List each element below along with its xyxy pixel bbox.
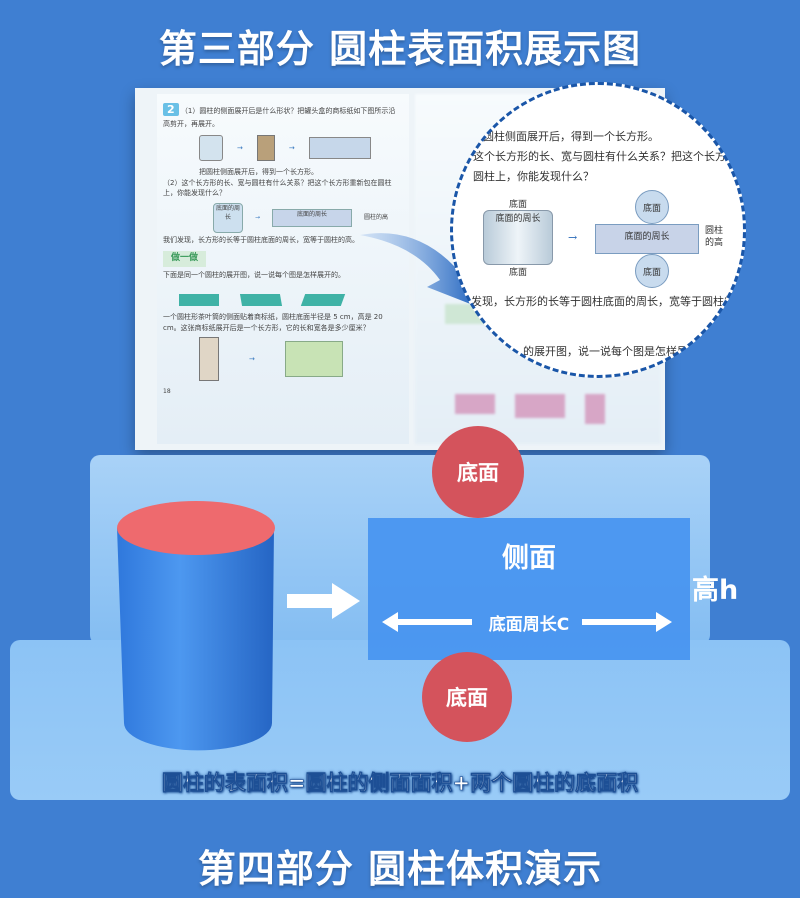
mag-base-bottom-label: 底面 bbox=[508, 268, 527, 278]
top-base-circle: 底面 bbox=[432, 426, 524, 518]
mag-conclusion: 发现，长方形的长等于圆柱底面的周长，宽等于圆柱的高。 bbox=[471, 295, 746, 308]
curved-arrow-icon bbox=[360, 233, 473, 305]
cylinder-top bbox=[117, 501, 275, 555]
net-2 bbox=[239, 294, 283, 306]
mag-arrow-icon: → bbox=[568, 231, 578, 244]
can-label-image bbox=[256, 135, 275, 161]
height-label: 高h bbox=[692, 575, 739, 606]
page-number: 18 bbox=[163, 388, 171, 395]
statement-1: 把圆柱侧面展开后，得到一个长方形。 bbox=[199, 168, 318, 176]
arrow-icon: → bbox=[237, 143, 243, 152]
rect-perimeter: 底面的周长 bbox=[272, 208, 353, 227]
conclusion: 我们发现，长方形的长等于圆柱底面的周长，宽等于圆柱的高。 bbox=[163, 235, 359, 244]
surface-area-formula: 圆柱的表面积=圆柱的侧面面积+两个圆柱的底面积 bbox=[161, 771, 639, 796]
mag-base-top-label: 底面 bbox=[508, 200, 527, 210]
practice-header: 做一做 bbox=[163, 251, 207, 267]
mag-exercise: 的展开图，说一说每个图是怎样展开的 bbox=[523, 345, 710, 358]
net-1 bbox=[179, 294, 219, 306]
side-rectangle: 侧面 底面周长C bbox=[368, 518, 690, 660]
tea-can-image bbox=[199, 337, 219, 381]
mag-perimeter-label: 底面的周长 bbox=[483, 210, 553, 265]
double-arrow-icon bbox=[382, 612, 672, 632]
height-label: 圆柱的高 bbox=[364, 214, 389, 221]
perimeter-label: 底面周长C bbox=[488, 615, 570, 635]
right-arrow-icon bbox=[287, 583, 360, 619]
exercise-1: 下面是同一个圆柱的展开图，说一说每个图是怎样展开的。 bbox=[163, 270, 345, 279]
side-label: 侧面 bbox=[502, 543, 556, 574]
mag-height-label: 圆柱的高 bbox=[705, 226, 724, 248]
bottom-base-circle: 底面 bbox=[422, 652, 512, 742]
arrow-icon: → bbox=[255, 214, 261, 221]
next-section-title: 第四部分 圆柱体积演示 bbox=[197, 847, 603, 891]
mag-rect-perimeter: 底面的周长 bbox=[595, 224, 699, 254]
question-badge: 2 bbox=[163, 103, 179, 116]
question-2: （2）这个长方形的长、宽与圆柱有什么关系？把这个长方形重新包在圆柱上，你能发现什… bbox=[163, 178, 392, 198]
label-rect-image bbox=[284, 341, 343, 377]
arrow-icon: → bbox=[288, 143, 295, 152]
arrow-icon: → bbox=[249, 354, 255, 363]
mag-line-3: 圆柱上，你能发现什么？ bbox=[473, 170, 594, 183]
mag-rect-base-top: 底面 bbox=[635, 190, 669, 224]
cylinder-model bbox=[117, 501, 275, 751]
mag-line-2: 这个长方形的长、宽与圆柱有什么关系？把这个长方形重 bbox=[473, 150, 746, 163]
net-3 bbox=[300, 294, 346, 306]
mag-cylinder: 底面 底面的周长 底面 bbox=[483, 197, 553, 278]
mag-line-1: 圆柱侧面展开后，得到一个长方形。 bbox=[483, 130, 659, 143]
section-title: 第三部分 圆柱表面积展示图 bbox=[158, 27, 642, 71]
mag-rect-base-bottom: 底面 bbox=[635, 254, 669, 288]
left-page: 2 （1）圆柱的侧面展开后是什么形状？把罐头盒的商标纸如下图所示沿高剪开，再展开… bbox=[157, 94, 409, 444]
unrolled-cylinder: 底面的周长 bbox=[213, 202, 243, 233]
magnifier-zoom: 圆柱侧面展开后，得到一个长方形。 这个长方形的长、宽与圆柱有什么关系？把这个长方… bbox=[450, 82, 746, 378]
exercise-2: 一个圆柱形茶叶筒的侧面贴着商标纸，圆柱底面半径是 5 cm，高是 20 cm。这… bbox=[163, 313, 383, 332]
rectangle-image bbox=[308, 137, 371, 159]
question-1: （1）圆柱的侧面展开后是什么形状？把罐头盒的商标纸如下图所示沿高剪开，再展开。 bbox=[163, 107, 396, 128]
can-image bbox=[199, 135, 223, 161]
